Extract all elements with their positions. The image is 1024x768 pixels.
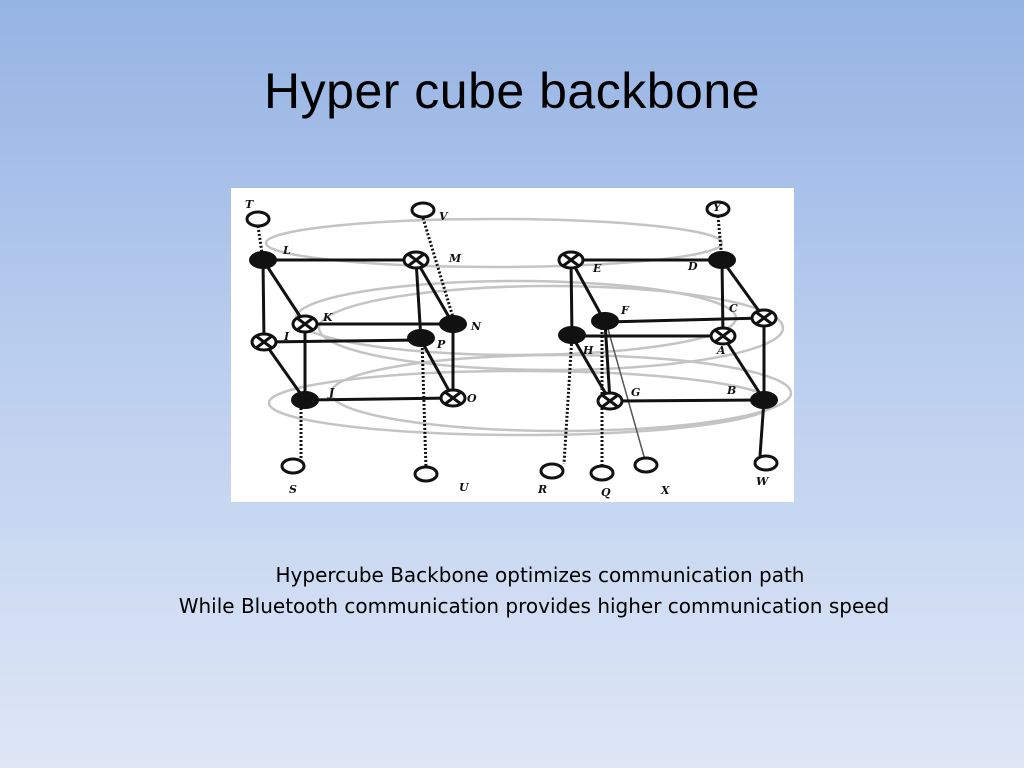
node-v [410, 201, 436, 219]
label-a: A [716, 344, 726, 357]
link-f-x [605, 321, 646, 461]
node-i [250, 332, 278, 352]
label-b: B [726, 384, 736, 397]
label-o: O [467, 392, 477, 405]
label-k: K [322, 311, 333, 324]
node-u [413, 465, 439, 483]
label-d: D [687, 260, 698, 273]
label-j: J [327, 386, 335, 399]
label-e: E [592, 262, 602, 275]
node-b [750, 391, 778, 409]
label-f: F [620, 304, 630, 317]
node-y [705, 200, 731, 218]
label-t: T [245, 198, 254, 211]
node-r [539, 462, 565, 480]
label-w: W [756, 475, 770, 488]
node-n [439, 315, 467, 333]
label-x: X [660, 484, 670, 497]
label-g: G [631, 386, 640, 399]
gray-link-ellipses [264, 217, 793, 437]
label-u: U [459, 481, 470, 494]
label-i: I [283, 330, 290, 343]
label-m: M [448, 252, 462, 265]
terminal-nodes [245, 200, 779, 483]
label-s: S [289, 483, 297, 496]
label-c: C [729, 302, 738, 315]
node-q [589, 464, 615, 482]
node-j [291, 391, 319, 409]
label-l: L [282, 244, 291, 257]
slide-title: Hyper cube backbone [264, 63, 760, 119]
node-f [591, 312, 619, 330]
node-d [708, 251, 736, 269]
node-h [558, 326, 586, 344]
label-p: P [436, 338, 446, 351]
node-g [596, 391, 624, 411]
node-o [439, 388, 467, 408]
label-n: N [470, 320, 482, 333]
label-r: R [537, 483, 547, 496]
left-cube-edges [261, 258, 455, 402]
node-labels: T V Y L M E D K N I P F C H A J O G B S … [245, 198, 770, 499]
node-m [402, 250, 430, 270]
right-cube-edges [569, 258, 766, 403]
node-s [280, 457, 306, 475]
node-p [407, 329, 435, 347]
crossed-nodes [250, 250, 778, 411]
hypercube-diagram: T V Y L M E D K N I P F C H A J O G B S … [231, 188, 794, 502]
label-q: Q [601, 486, 611, 499]
label-y: Y [713, 201, 722, 214]
node-k [291, 314, 319, 334]
node-e [557, 250, 585, 270]
node-x [633, 456, 659, 474]
node-t [245, 210, 271, 228]
solid-nodes [249, 251, 778, 409]
node-a [709, 326, 737, 346]
label-h: H [582, 344, 594, 357]
node-c [750, 308, 778, 328]
node-l [249, 251, 277, 269]
caption-line-1: Hypercube Backbone optimizes communicati… [275, 563, 805, 587]
node-w [753, 454, 779, 472]
link-b-w [758, 399, 766, 457]
label-v: V [439, 210, 449, 223]
caption-line-2: While Bluetooth communication provides h… [178, 594, 890, 618]
